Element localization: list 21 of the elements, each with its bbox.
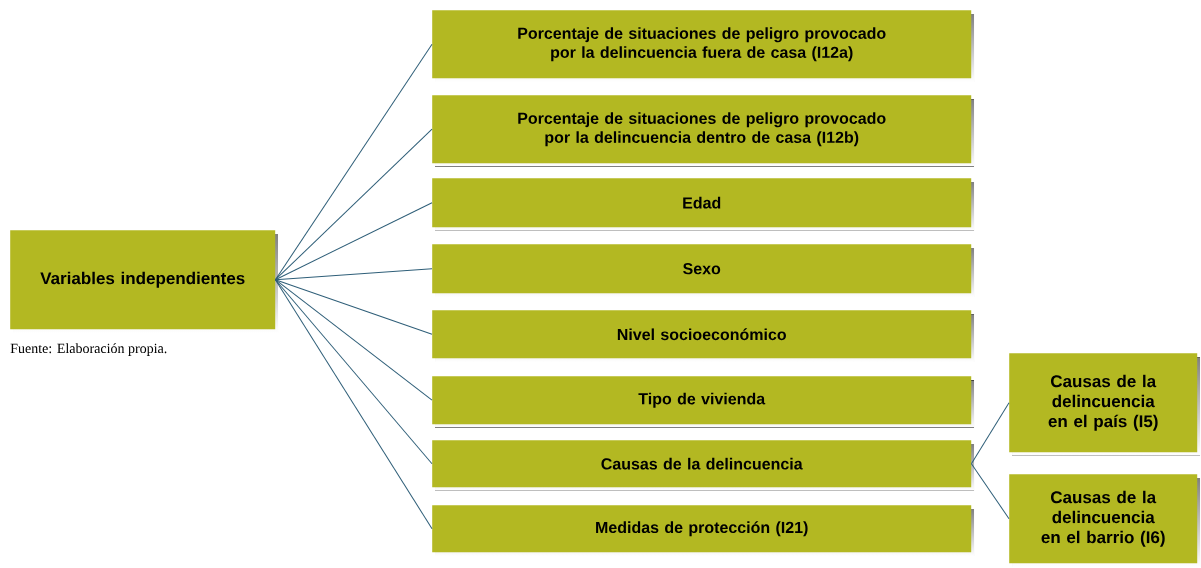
connector-line: [274, 202, 433, 281]
connector-line: [274, 279, 433, 465]
connector-line: [970, 463, 1010, 520]
process-box: Causas de la delincuencia en el país (I5): [1009, 353, 1200, 456]
connector-line: [274, 279, 433, 530]
process-box: Sexo: [432, 244, 974, 297]
connector-line: [970, 402, 1010, 465]
process-box: Edad: [432, 178, 974, 231]
process-box: Porcentaje de situaciones de peligro provocado por la delincuencia dentro de casa (I12b): [432, 95, 974, 167]
connector-line: [274, 128, 433, 281]
connector-line: [274, 43, 433, 281]
process-box: Causas de la delincuencia: [432, 440, 974, 491]
caption: Fuente: Elaboración propia.: [10, 343, 167, 356]
process-box: Porcentaje de situaciones de peligro provocado por la delincuencia fuera de casa (I12a): [432, 10, 974, 82]
connector-line: [274, 268, 433, 281]
process-box: Medidas de protección (I21): [432, 505, 974, 556]
process-box: Nivel socioeconómico: [432, 310, 974, 362]
process-box: Causas de la delincuencia en el barrio (I6): [1009, 474, 1200, 567]
connector-line: [274, 279, 433, 335]
process-box: Tipo de vivienda: [432, 376, 974, 428]
process-box: Variables independientes: [10, 230, 278, 333]
